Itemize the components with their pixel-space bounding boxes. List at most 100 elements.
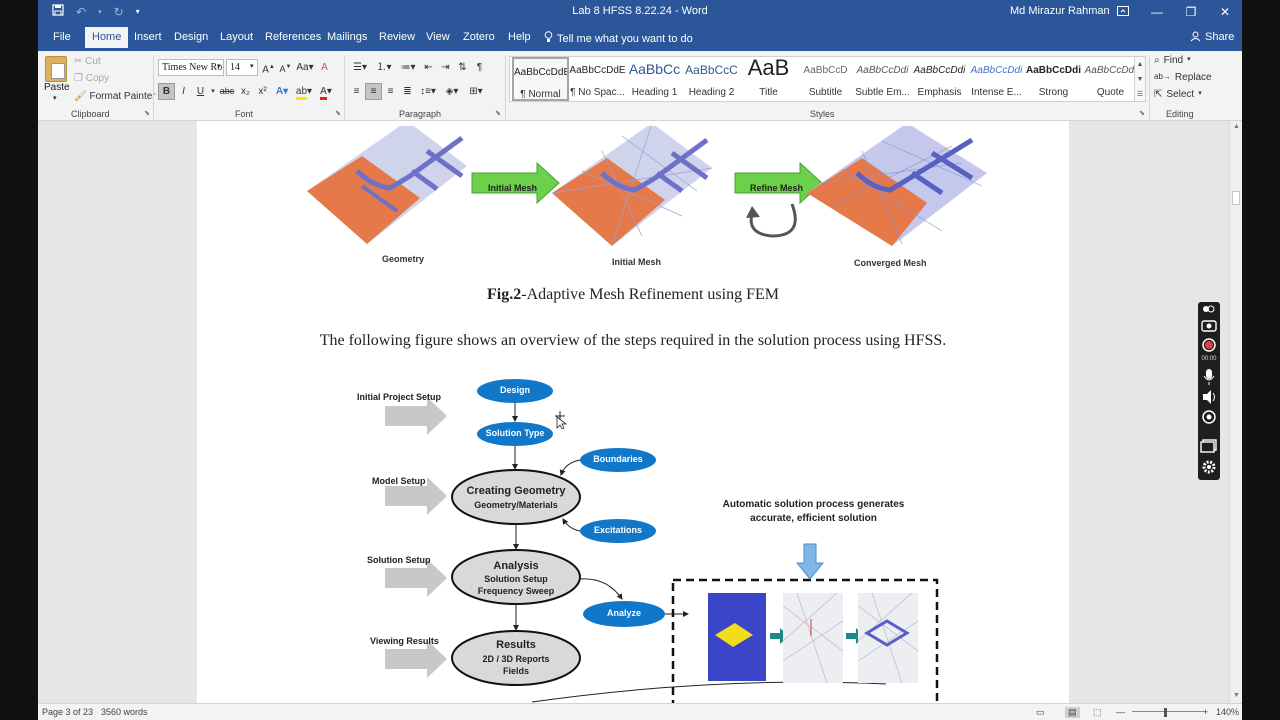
font-family-dropdown-icon[interactable]: ▾: [217, 63, 221, 70]
print-layout-icon[interactable]: ▤: [1065, 707, 1080, 718]
style-strong[interactable]: AaBbCcDdi Strong: [1025, 57, 1082, 101]
highlight-icon[interactable]: ab▾: [293, 83, 315, 100]
text-effects-icon[interactable]: A▾: [275, 86, 289, 97]
scroll-down-arrow-icon[interactable]: ▼: [1233, 692, 1240, 699]
style-emphasis[interactable]: AaBbCcDdi Emphasis: [911, 57, 968, 101]
undo-icon[interactable]: ↶: [76, 4, 87, 19]
align-right-icon[interactable]: ≡: [387, 86, 394, 97]
document-page[interactable]: Initial Mesh Refine Mesh Geometry Initia…: [197, 121, 1069, 703]
select-button[interactable]: ⇱Select▾: [1154, 89, 1202, 100]
italic-button[interactable]: I: [182, 86, 185, 97]
scrollbar-thumb[interactable]: [1232, 191, 1240, 205]
superscript-button[interactable]: x²: [258, 86, 267, 97]
grow-font-icon[interactable]: A▲: [262, 64, 275, 76]
borders-icon[interactable]: ⊞▾: [469, 86, 483, 97]
speaker-icon[interactable]: [1203, 390, 1215, 404]
style-heading-1[interactable]: AaBbCc Heading 1: [626, 57, 683, 101]
change-case-icon[interactable]: Aa▾: [296, 62, 314, 73]
scroll-up-icon[interactable]: ▲: [1136, 61, 1144, 68]
scroll-up-arrow-icon[interactable]: ▲: [1233, 123, 1240, 130]
tab-view[interactable]: View: [426, 31, 450, 43]
align-left-icon[interactable]: ≡: [353, 86, 360, 97]
redo-icon[interactable]: ↻: [113, 4, 124, 19]
user-name[interactable]: Md Mirazur Rahman: [1010, 5, 1110, 17]
strikethrough-button[interactable]: abc: [219, 86, 235, 96]
tab-mailings[interactable]: Mailings: [327, 31, 368, 43]
scroll-down-icon[interactable]: ▼: [1136, 76, 1144, 83]
style-subtle-emphasis[interactable]: AaBbCcDdi Subtle Em...: [854, 57, 911, 101]
underline-dropdown-icon[interactable]: ▾: [211, 88, 215, 95]
underline-button[interactable]: U: [196, 86, 205, 97]
zoom-slider[interactable]: [1132, 711, 1204, 712]
styles-launcher-icon[interactable]: ⬊: [1139, 110, 1145, 117]
tab-help[interactable]: Help: [508, 31, 531, 43]
style-no-spacing[interactable]: AaBbCcDdE ¶ No Spac...: [569, 57, 626, 101]
justify-icon[interactable]: ≣: [403, 86, 412, 97]
zoom-in-icon[interactable]: +: [1203, 707, 1209, 717]
bullets-icon[interactable]: ☰▾: [353, 62, 367, 73]
style-quote[interactable]: AaBbCcDdi Quote: [1082, 57, 1139, 101]
maximize-icon[interactable]: ❐: [1185, 5, 1197, 19]
increase-indent-icon[interactable]: ⇥: [441, 62, 450, 73]
tab-layout[interactable]: Layout: [220, 31, 254, 43]
window-capture-icon[interactable]: [1200, 439, 1217, 453]
camera-icon[interactable]: [1201, 320, 1217, 332]
clear-formatting-icon[interactable]: A: [321, 62, 328, 73]
font-family-select[interactable]: Times New Ro: [158, 59, 224, 76]
zoom-slider-thumb[interactable]: [1164, 708, 1167, 717]
cut-button[interactable]: ✂ Cut: [74, 56, 101, 67]
tab-zotero[interactable]: Zotero: [463, 31, 495, 43]
bold-button[interactable]: B: [158, 83, 175, 100]
tell-me-box[interactable]: Tell me what you want to do: [544, 31, 693, 46]
recorder-app-icon[interactable]: [1203, 305, 1215, 313]
show-marks-icon[interactable]: ¶: [476, 62, 483, 73]
tab-insert[interactable]: Insert: [134, 31, 162, 43]
style-heading-2[interactable]: AaBbCcC Heading 2: [683, 57, 740, 101]
font-size-select[interactable]: 14: [226, 59, 258, 76]
close-icon[interactable]: ✕: [1219, 5, 1231, 19]
paragraph-launcher-icon[interactable]: ⬊: [495, 110, 501, 117]
align-center-icon[interactable]: ≡: [365, 83, 382, 100]
tab-file[interactable]: File: [53, 31, 71, 43]
clipboard-launcher-icon[interactable]: ⬊: [144, 110, 150, 117]
paste-button[interactable]: Paste: [44, 82, 70, 93]
undo-dropdown-icon[interactable]: ▾: [98, 8, 102, 16]
style-normal[interactable]: AaBbCcDdE ¶ Normal: [512, 57, 569, 101]
save-icon[interactable]: [52, 4, 64, 19]
subscript-button[interactable]: x₂: [241, 86, 250, 97]
tab-design[interactable]: Design: [174, 31, 209, 43]
font-launcher-icon[interactable]: ⬊: [335, 110, 341, 117]
style-title[interactable]: AaB Title: [740, 55, 797, 101]
numbering-icon[interactable]: ⒈▾: [376, 62, 392, 73]
record-icon[interactable]: [1202, 338, 1216, 352]
font-color-icon[interactable]: A▾: [315, 83, 337, 100]
minimize-icon[interactable]: —: [1151, 5, 1163, 19]
vertical-scrollbar[interactable]: ▲ ▼: [1229, 121, 1242, 703]
more-styles-icon[interactable]: ☰: [1136, 91, 1144, 98]
share-button[interactable]: Share: [1190, 31, 1234, 45]
read-mode-icon[interactable]: ▭: [1036, 707, 1045, 717]
webcam-icon[interactable]: [1202, 410, 1216, 424]
shading-icon[interactable]: ◈▾: [445, 86, 459, 97]
tab-review[interactable]: Review: [379, 31, 416, 43]
microphone-icon[interactable]: [1203, 369, 1215, 385]
tab-home[interactable]: Home: [85, 27, 129, 48]
page-count[interactable]: Page 3 of 23: [42, 707, 94, 717]
font-size-dropdown-icon[interactable]: ▾: [250, 63, 254, 70]
line-spacing-icon[interactable]: ↕≡▾: [420, 86, 436, 97]
decrease-indent-icon[interactable]: ⇤: [424, 62, 433, 73]
zoom-out-icon[interactable]: —: [1116, 707, 1125, 717]
style-intense-emphasis[interactable]: AaBbCcDdi Intense E...: [968, 57, 1025, 101]
copy-button[interactable]: ❐ Copy: [74, 73, 110, 84]
customize-qat-icon[interactable]: ▾: [135, 7, 140, 16]
paste-icon[interactable]: [45, 56, 67, 82]
styles-gallery-scroll[interactable]: ▲ ▼ ☰: [1134, 56, 1146, 102]
sort-icon[interactable]: ⇅: [458, 62, 467, 73]
format-painter-button[interactable]: 🖌 Format Painter: [74, 91, 156, 102]
multilevel-list-icon[interactable]: ≔▾: [400, 62, 416, 73]
tab-references[interactable]: References: [265, 31, 322, 43]
ribbon-display-icon[interactable]: [1106, 0, 1140, 25]
shrink-font-icon[interactable]: A▼: [279, 64, 292, 74]
style-subtitle[interactable]: AaBbCcD Subtitle: [797, 57, 854, 101]
replace-button[interactable]: ab→Replace: [1154, 72, 1212, 83]
